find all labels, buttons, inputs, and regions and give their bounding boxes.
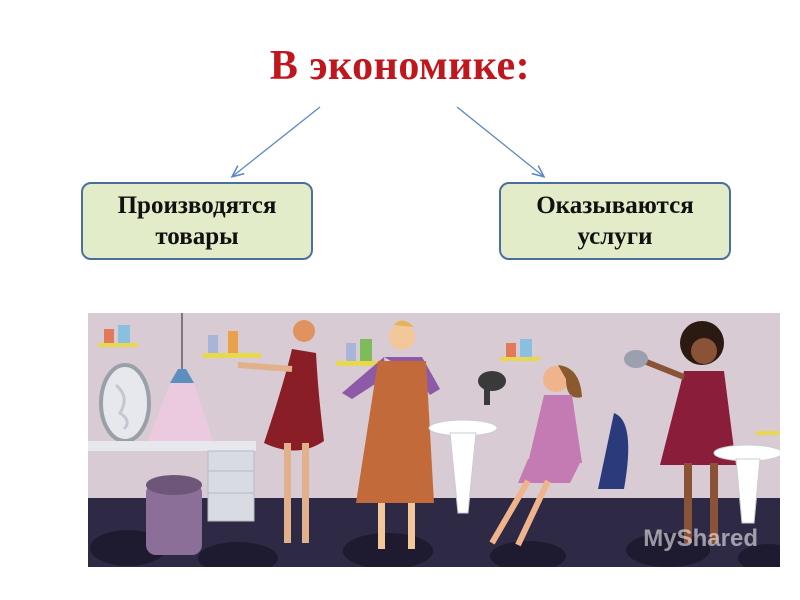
diagram-title: В экономике:: [269, 43, 531, 89]
hairdryer-icon: [478, 371, 506, 405]
hairdresser: [342, 320, 440, 549]
goods-box: Производятся товары: [81, 182, 313, 260]
sink-right-icon: [713, 444, 780, 524]
salon-illustration: MyShared: [88, 313, 780, 567]
seated-client: [489, 365, 629, 547]
salon-scene-svg: [88, 313, 780, 567]
sink-icon: [428, 419, 498, 514]
lamp-icon: [148, 313, 213, 441]
woman-stylist-right: [624, 321, 736, 543]
watermark: MyShared: [643, 525, 758, 552]
arrow-to-goods: [233, 106, 321, 176]
mirror-icon: [99, 363, 151, 443]
woman-red-dress: [237, 320, 324, 543]
arrow-to-services: [456, 106, 543, 176]
services-box: Оказываются услуги: [499, 182, 731, 260]
vanity-table-icon: [88, 441, 256, 555]
